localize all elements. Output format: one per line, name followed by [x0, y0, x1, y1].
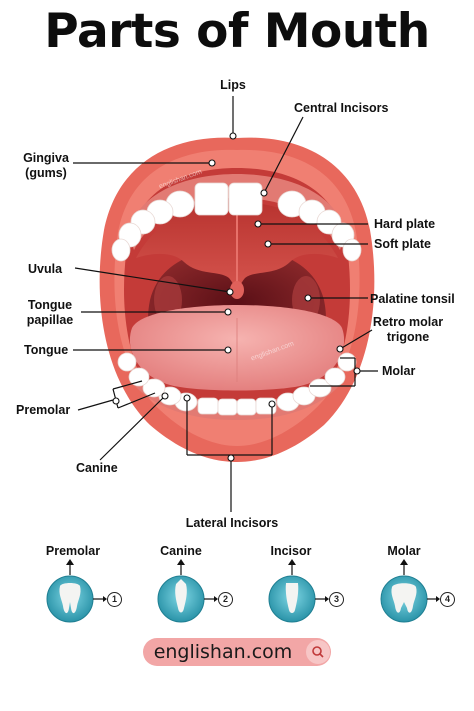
tooth-type-premolar: Premolar	[45, 544, 101, 558]
label-molar: Molar	[382, 364, 416, 378]
tooth-type-incisor: Incisor	[270, 544, 312, 558]
leader-lines	[73, 96, 378, 512]
label-palatine-tonsil: Palatine tonsil	[370, 292, 455, 306]
label-hard-plate: Hard plate	[374, 217, 436, 231]
label-gingiva: Gingiva (gums)	[23, 151, 69, 180]
target-dots	[112, 132, 361, 462]
label-premolar: Premolar	[16, 403, 71, 417]
search-icon[interactable]	[306, 640, 330, 664]
number-badge: 1	[107, 592, 122, 607]
label-uvula: Uvula	[28, 262, 63, 276]
tooth-icons	[46, 559, 440, 623]
upper-teeth	[111, 182, 362, 262]
label-central-incisors: Central Incisors	[294, 101, 389, 115]
label-tongue: Tongue	[24, 343, 69, 357]
label-retro-molar-trigone: Retro molar trigone	[372, 315, 444, 344]
lower-teeth	[117, 352, 357, 416]
tooth-type-canine: Canine	[160, 544, 202, 558]
page-title: Parts of Mouth	[44, 4, 430, 59]
label-lips: Lips	[220, 78, 246, 92]
site-pill[interactable]	[143, 638, 331, 666]
site-name[interactable]: englishan.com	[153, 641, 293, 663]
number-badge: 3	[329, 592, 344, 607]
number-badge: 4	[440, 592, 455, 607]
label-lateral-incisors: Lateral Incisors	[185, 516, 279, 530]
label-canine: Canine	[76, 461, 118, 475]
uvula-shape	[230, 281, 244, 299]
number-badge: 2	[218, 592, 233, 607]
label-soft-plate: Soft plate	[374, 237, 431, 251]
label-tongue-papillae: Tongue papillae	[26, 298, 74, 327]
tooth-type-molar: Molar	[387, 544, 421, 558]
